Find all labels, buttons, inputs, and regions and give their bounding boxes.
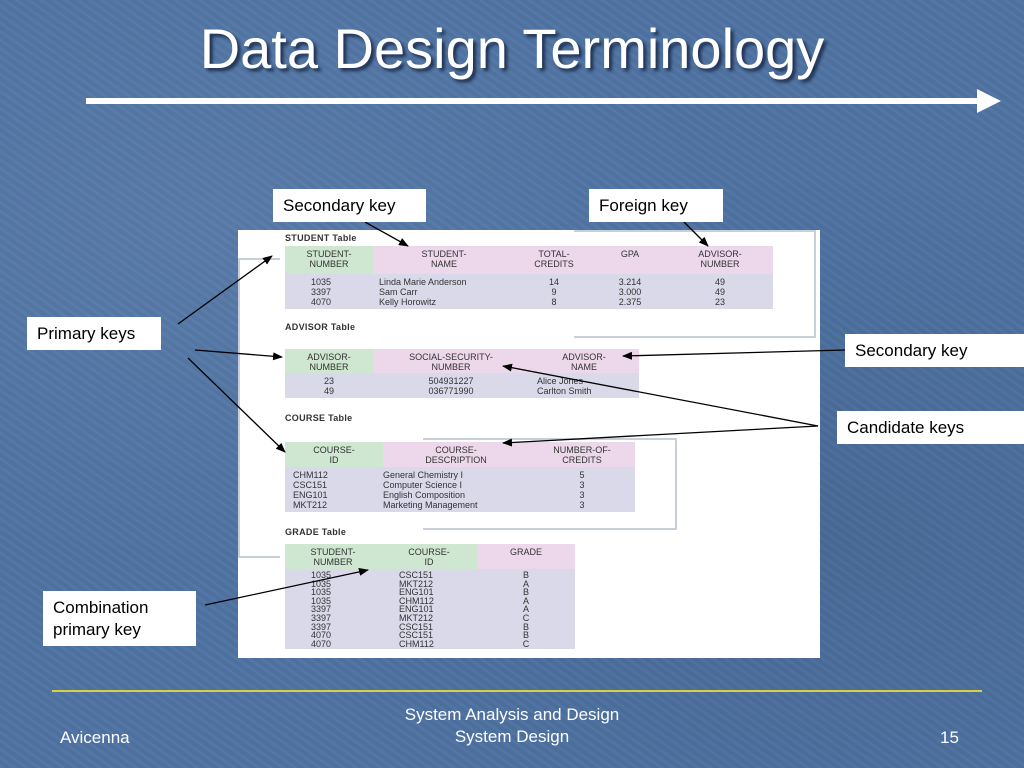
table-header-cell: ADVISOR-NAME (529, 349, 639, 373)
advisor-table-label: ADVISOR Table (285, 322, 356, 332)
footer-course-title: System Analysis and Design System Design (404, 705, 620, 746)
table-row: 3397 MKT212 C (311, 613, 530, 623)
table-header-cell: COURSE-ID (285, 442, 383, 467)
secondary-key-callout-right: Secondary key (845, 334, 1024, 367)
table-row: ENG101 English Composition 3 (293, 490, 585, 500)
student-table: STUDENT-NUMBER STUDENT-NAME TOTAL-CREDIT… (285, 246, 773, 309)
connector-frame (574, 230, 816, 338)
table-header-cell: STUDENT-NAME (373, 246, 515, 274)
table-row: 4070 CHM112 C (311, 639, 530, 649)
footer-page-number: 15 (940, 728, 959, 747)
table-row: MKT212 Marketing Management 3 (293, 500, 585, 510)
title-underline-arrow (86, 98, 982, 104)
slide-title: Data Design Terminology (199, 17, 825, 80)
table-row: 23 504931227 Alice Jones (323, 376, 584, 386)
course-table-label: COURSE Table (285, 413, 353, 423)
pointer-line (683, 221, 709, 247)
table-header-cell: COURSE-ID (381, 544, 477, 569)
table-row: 3397 ENG101 A (311, 605, 529, 614)
table-row: 49 036771990 Carlton Smith (323, 386, 592, 396)
combination-primary-key-callout: Combination primary key (43, 591, 196, 646)
footer-divider (52, 690, 982, 692)
table-header-cell: GPA (593, 246, 667, 274)
table-header-cell: STUDENT-NUMBER (285, 246, 373, 274)
table-row: 4070 Kelly Horowitz 8 2.375 23 (311, 297, 725, 307)
advisor-table: ADVISOR-NUMBER SOCIAL-SECURITY-NUMBER AD… (285, 349, 639, 398)
table-row: 1035 CSC151 B (311, 571, 529, 580)
database-tables-figure: STUDENT Table STUDENT-NUMBER STUDENT-NAM… (238, 230, 820, 658)
pointer-line (502, 425, 819, 447)
student-table-label: STUDENT Table (285, 233, 357, 243)
table-header-cell: STUDENT-NUMBER (285, 544, 381, 569)
table-row: 1035 ENG101 B (311, 588, 529, 597)
grade-table-label: GRADE Table (285, 527, 347, 537)
pointer-line (204, 567, 369, 606)
pointer-line (364, 221, 409, 247)
table-row: 3397 Sam Carr 9 3.000 49 (311, 287, 725, 297)
pointer-line (187, 357, 286, 453)
table-header-cell: ADVISOR-NUMBER (667, 246, 773, 274)
table-header-cell: TOTAL-CREDITS (515, 246, 593, 274)
foreign-key-callout: Foreign key (589, 189, 723, 222)
table-row: 1035 Linda Marie Anderson 14 3.214 49 (311, 277, 725, 287)
pointer-line (622, 349, 846, 360)
primary-keys-callout: Primary keys (27, 317, 161, 350)
table-row: 4070 CSC151 B (311, 631, 529, 640)
connector-frame (423, 438, 677, 530)
table-row: 1035 CHM112 A (311, 596, 529, 606)
arrow-head-icon (977, 89, 1001, 113)
grade-table: STUDENT-NUMBER COURSE-ID GRADE 1035 CSC1… (285, 544, 575, 649)
table-row: CHM112 General Chemistry I 5 (293, 470, 585, 480)
pointer-line (177, 255, 273, 325)
secondary-key-callout-top: Secondary key (273, 189, 426, 222)
table-row: CSC151 Computer Science I 3 (293, 480, 585, 490)
candidate-keys-callout: Candidate keys (837, 411, 1024, 444)
pointer-line (194, 349, 283, 361)
table-row: 3397 CSC151 B (311, 622, 529, 632)
table-header-cell: GRADE (477, 544, 575, 569)
pointer-line (502, 363, 819, 427)
footer-author: Avicenna (60, 728, 130, 747)
table-header-cell: ADVISOR-NUMBER (285, 349, 373, 373)
table-header-cell: NUMBER-OF-CREDITS (529, 442, 635, 467)
table-row: 1035 MKT212 A (311, 579, 529, 589)
